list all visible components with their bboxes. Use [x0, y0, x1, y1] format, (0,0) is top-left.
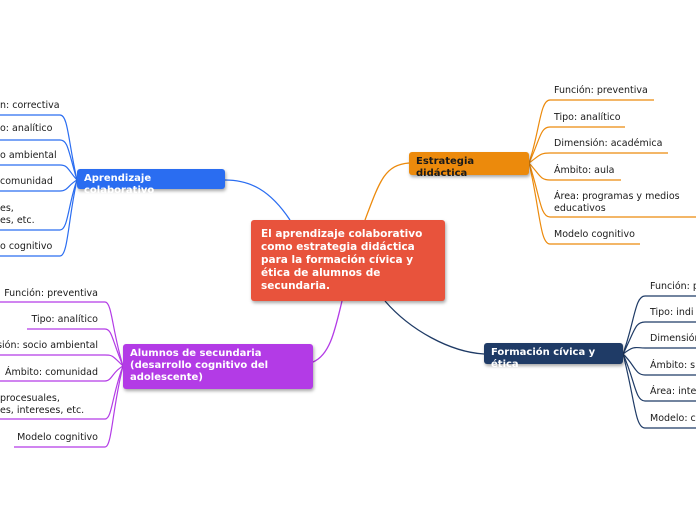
- branch-alumnos-secundaria[interactable]: Alumnos de secundaria (desarrollo cognit…: [123, 344, 313, 389]
- leaf-estrategia-dimension[interactable]: Dimensión: académica: [554, 138, 663, 149]
- leaf-alumnos-tipo[interactable]: Tipo: analítico: [31, 314, 98, 325]
- leaf-aprendizaje-modelo[interactable]: o cognitivo: [0, 241, 53, 252]
- leaf-aprendizaje-funcion[interactable]: n: correctiva: [0, 100, 60, 111]
- leaf-formacion-area[interactable]: Área: inte: [650, 386, 696, 397]
- leaf-alumnos-modelo[interactable]: Modelo cognitivo: [17, 432, 98, 443]
- leaf-formacion-modelo[interactable]: Modelo: c: [650, 413, 696, 424]
- leaf-formacion-dimension[interactable]: Dimensión: [650, 333, 696, 344]
- leaf-aprendizaje-tipo[interactable]: o: analítico: [0, 123, 53, 134]
- leaf-estrategia-ambito[interactable]: Ámbito: aula: [554, 165, 615, 176]
- branch-formacion-civica[interactable]: Formación cívica y ética: [484, 343, 623, 370]
- leaf-estrategia-modelo[interactable]: Modelo cognitivo: [554, 229, 635, 240]
- branch-aprendizaje-colaborativo[interactable]: Aprendizaje colaborativo: [77, 169, 225, 196]
- leaf-aprendizaje-ambito[interactable]: comunidad: [0, 176, 53, 187]
- leaf-formacion-funcion[interactable]: Función: p: [650, 281, 696, 292]
- leaf-estrategia-tipo[interactable]: Tipo: analítico: [554, 112, 621, 123]
- leaf-aprendizaje-dimension[interactable]: o ambiental: [0, 150, 57, 161]
- leaf-estrategia-area[interactable]: Área: programas y medios educativos: [554, 191, 680, 214]
- leaf-formacion-ambito[interactable]: Ámbito: s: [650, 360, 696, 371]
- leaf-aprendizaje-area[interactable]: es, es, etc.: [0, 203, 35, 226]
- leaf-estrategia-funcion[interactable]: Función: preventiva: [554, 85, 648, 96]
- leaf-alumnos-ambito[interactable]: Ámbito: comunidad: [4, 367, 98, 378]
- leaf-alumnos-dimension[interactable]: sión: socio ambiental: [0, 340, 98, 351]
- branch-estrategia-didactica[interactable]: Estrategia didáctica: [409, 152, 529, 179]
- central-topic[interactable]: El aprendizaje colaborativo como estrate…: [251, 220, 445, 301]
- leaf-formacion-tipo[interactable]: Tipo: indi: [650, 307, 694, 318]
- leaf-alumnos-funcion[interactable]: Función: preventiva: [4, 288, 98, 299]
- leaf-alumnos-area[interactable]: procesuales, es, intereses, etc.: [0, 393, 85, 416]
